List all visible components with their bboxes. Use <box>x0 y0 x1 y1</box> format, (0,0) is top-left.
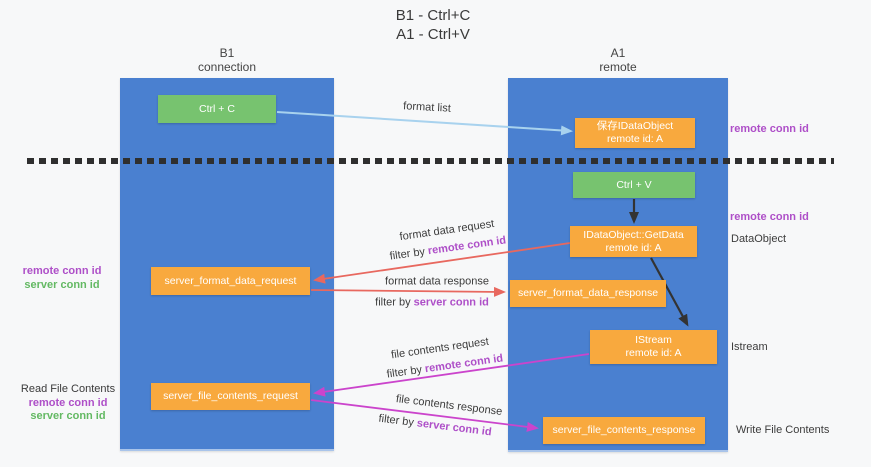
save-idataobject-line2: remote id: A <box>606 133 664 145</box>
server-format-data-request-label: server_format_data_request <box>164 274 297 287</box>
node-server-file-contents-request: server_file_contents_request <box>151 383 310 410</box>
node-save-idataobject: 保存IDataObject remote id: A <box>575 118 695 148</box>
column-header-b1: B1 connection <box>120 46 334 74</box>
column-a1-subtitle: remote <box>599 60 637 74</box>
node-server-file-contents-response: server_file_contents_response <box>543 417 705 444</box>
label-format-list: format list <box>402 100 452 115</box>
node-server-format-data-response: server_format_data_response <box>510 280 666 307</box>
istream-line1: IStream <box>635 334 672 346</box>
ctrl-c-label: Ctrl + C <box>199 102 235 115</box>
label-filter-server-2: filter by server conn id <box>378 413 492 440</box>
side-label-dataobject: DataObject <box>731 233 787 245</box>
node-ctrl-v: Ctrl + V <box>573 172 695 198</box>
getdata-line1: IDataObject::GetData <box>583 228 684 241</box>
server-conn-id-text: server conn id <box>413 296 489 309</box>
filter-by-text: filter by <box>388 245 426 263</box>
server-file-contents-response-label: server_file_contents_response <box>552 424 696 436</box>
label-format-data-response: format data response <box>385 275 489 288</box>
side-label-remote-conn-id-1: remote conn id <box>730 123 809 135</box>
label-filter-server-1: filter by server conn id <box>375 297 489 310</box>
column-header-a1: A1 remote <box>508 46 728 74</box>
remote-conn-id-text: remote conn id <box>22 265 102 277</box>
save-idataobject-line1: 保存IDataObject <box>596 120 674 132</box>
filter-by-text: filter by <box>375 296 411 309</box>
side-label-conn-ids-mid: remote conn id server conn id <box>16 265 108 292</box>
node-idataobject-getdata: IDataObject::GetData remote id: A <box>570 226 697 257</box>
getdata-line2: remote id: A <box>605 241 662 254</box>
istream-line2: remote id: A <box>625 347 682 359</box>
title-line-2: A1 - Ctrl+V <box>396 26 470 43</box>
server-conn-id-text: server conn id <box>30 410 106 422</box>
dashed-divider-line <box>27 158 834 164</box>
node-istream: IStream remote id: A <box>590 330 717 364</box>
server-format-data-response-label: server_format_data_response <box>517 287 659 299</box>
label-file-contents-response: file contents response <box>395 393 503 418</box>
title-line-1: B1 - Ctrl+C <box>395 7 471 24</box>
column-b1-title: B1 <box>219 46 235 60</box>
side-label-istream: Istream <box>731 341 768 353</box>
ctrl-v-label: Ctrl + V <box>616 178 652 191</box>
arrow-format-data-response <box>310 286 506 297</box>
side-label-read-file-contents-group: Read File Contents remote conn id server… <box>14 383 122 424</box>
side-label-remote-conn-id-2: remote conn id <box>730 211 809 223</box>
diagram-title: B1 - Ctrl+C A1 - Ctrl+V <box>303 6 563 44</box>
node-server-format-data-request: server_format_data_request <box>151 267 310 295</box>
column-b1-subtitle: connection <box>197 60 257 74</box>
server-conn-id-text: server conn id <box>24 278 100 291</box>
filter-by-text: filter by <box>385 363 423 381</box>
node-ctrl-c: Ctrl + C <box>158 95 276 123</box>
read-file-contents-text: Read File Contents <box>20 383 116 395</box>
server-file-contents-request-label: server_file_contents_request <box>163 390 298 402</box>
column-a1-title: A1 <box>610 46 626 60</box>
filter-by-text: filter by <box>377 412 415 429</box>
server-conn-id-text: server conn id <box>416 417 493 439</box>
remote-conn-id-text: remote conn id <box>28 396 108 409</box>
side-label-write-file-contents: Write File Contents <box>736 424 830 436</box>
